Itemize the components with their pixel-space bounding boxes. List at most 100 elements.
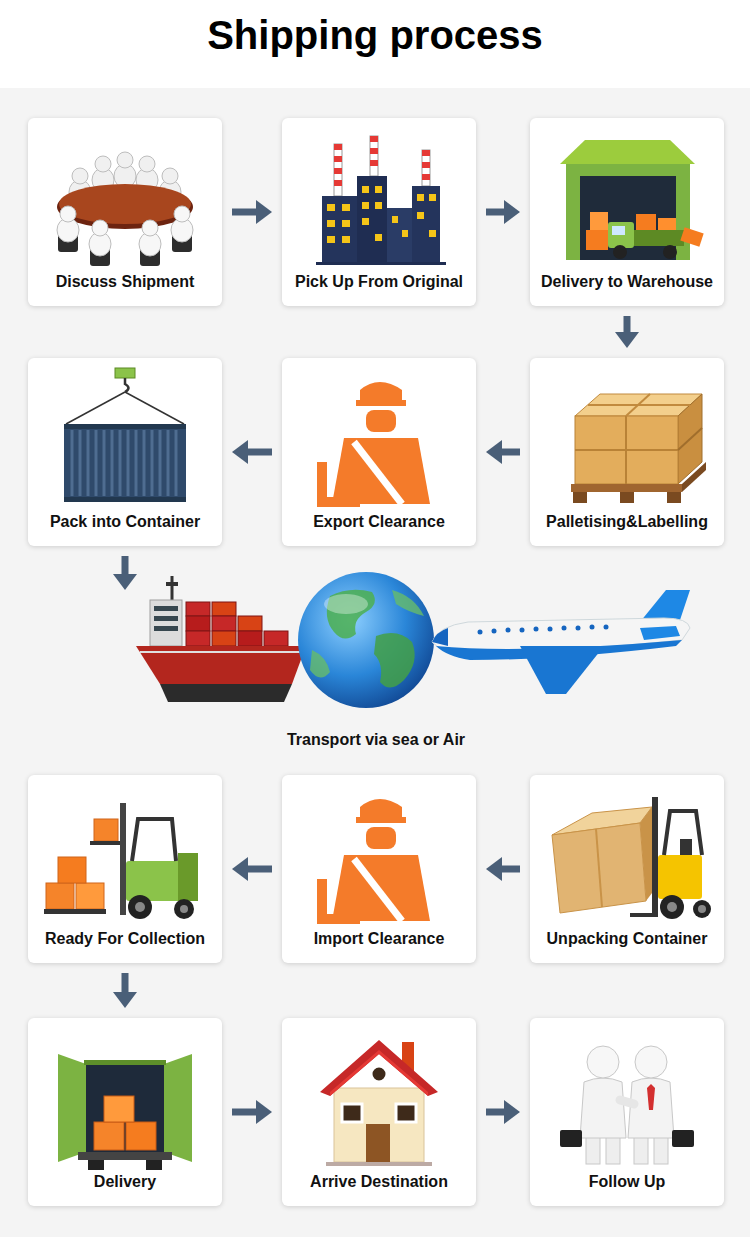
handshake-icon-part xyxy=(606,1136,620,1164)
forklift-box-icon-part xyxy=(667,902,677,912)
airplane-part xyxy=(534,627,539,632)
factory-icon-part-part xyxy=(327,236,335,243)
cargo-ship-part xyxy=(140,651,302,653)
cargo-ship-part xyxy=(136,646,306,684)
warehouse-icon-part xyxy=(663,245,677,259)
cargo-ship-part xyxy=(154,626,178,631)
warehouse-icon-part xyxy=(613,245,627,259)
factory-icon-part-part xyxy=(375,202,382,209)
meeting-icon-part-part xyxy=(162,168,178,184)
process-card: Palletising&Labelling xyxy=(530,358,724,546)
forklift-icon-part xyxy=(46,883,74,909)
cargo-ship-part xyxy=(171,576,174,600)
arrow-shaft xyxy=(247,866,272,873)
container-icon-part xyxy=(64,424,186,502)
process-card: Unpacking Container xyxy=(530,775,724,963)
factory-icon-part xyxy=(334,180,342,186)
step-label: Import Clearance xyxy=(288,929,470,949)
meeting-icon xyxy=(28,126,222,276)
container-icon xyxy=(28,366,222,516)
delivery-truck-icon-part xyxy=(146,1160,162,1170)
forklift-icon-part xyxy=(90,841,122,845)
factory-icon-part-part xyxy=(417,194,424,201)
step-label: Pack into Container xyxy=(34,512,216,532)
forklift-box-icon-part xyxy=(630,913,658,917)
pallet-icon-part xyxy=(573,492,587,503)
customs-officer-icon-part xyxy=(354,859,402,921)
meeting-icon-part xyxy=(59,184,191,224)
container-icon-part-part xyxy=(79,430,82,496)
house-icon-part xyxy=(396,1104,416,1122)
factory-icon-part xyxy=(334,168,342,174)
container-icon-part xyxy=(125,392,184,424)
container-icon-part-part xyxy=(151,430,154,496)
forklift-box-icon-part xyxy=(596,829,602,907)
factory-icon-part xyxy=(422,174,430,180)
meeting-icon-part-part xyxy=(60,206,76,222)
arrow-shaft xyxy=(624,316,631,333)
cargo-ship-part xyxy=(212,616,236,631)
forklift-box-icon-part xyxy=(680,839,692,855)
factory-icon-part xyxy=(334,156,342,162)
globe-part xyxy=(392,590,424,616)
meeting-icon-part-part xyxy=(117,152,133,168)
airplane-part xyxy=(520,646,604,694)
forklift-icon-part xyxy=(174,899,194,919)
warehouse-icon-part xyxy=(612,226,625,235)
container-icon-part xyxy=(125,378,129,392)
warehouse-icon-part xyxy=(566,164,690,260)
house-icon-part xyxy=(320,1040,438,1096)
meeting-icon-part-part xyxy=(174,206,190,222)
airplane-part xyxy=(520,628,525,633)
factory-icon-part-part xyxy=(417,212,424,219)
customs-officer-icon-part xyxy=(366,827,396,849)
delivery-truck-icon-part xyxy=(84,1060,166,1065)
forklift-box-icon-part xyxy=(698,905,706,913)
container-icon-part xyxy=(64,497,186,502)
delivery-truck-icon-part xyxy=(94,1122,124,1150)
customs-officer-icon-part xyxy=(354,442,402,504)
step-label: Transport via sea or Air xyxy=(28,730,724,750)
step-label: Follow Up xyxy=(536,1172,718,1192)
warehouse-icon-part xyxy=(680,227,703,246)
factory-icon-part xyxy=(422,150,430,186)
warehouse-icon-part xyxy=(658,218,676,230)
globe-part xyxy=(310,650,330,678)
flow-arrow xyxy=(232,440,272,464)
pallet-icon-part xyxy=(575,416,678,484)
customs-officer-icon xyxy=(282,783,476,933)
airplane-part xyxy=(640,626,680,640)
cargo-ship-part xyxy=(186,616,210,631)
step-label: Export Clearance xyxy=(288,512,470,532)
warehouse-icon-part xyxy=(586,230,608,250)
handshake-icon xyxy=(530,1026,724,1176)
delivery-truck-icon-part xyxy=(88,1160,104,1170)
meeting-icon-part-part xyxy=(139,156,155,172)
factory-icon-part xyxy=(370,136,378,142)
forklift-box-icon-part xyxy=(552,823,646,913)
pallet-icon-part xyxy=(667,492,681,503)
handshake-icon-part xyxy=(647,1084,655,1110)
arrow-head xyxy=(256,1100,272,1124)
forklift-box-icon xyxy=(530,783,724,933)
factory-icon-part xyxy=(422,150,430,156)
handshake-icon-part xyxy=(560,1130,582,1147)
arrow-head xyxy=(615,332,639,348)
forklift-box-icon-part xyxy=(652,797,658,915)
warehouse-icon-part xyxy=(634,230,684,246)
customs-officer-icon-part xyxy=(332,438,430,504)
flow-arrow xyxy=(232,857,272,881)
factory-icon-part xyxy=(412,186,440,262)
customs-officer-icon-part xyxy=(356,400,406,406)
step-label: Unpacking Container xyxy=(536,929,718,949)
forklift-icon-part xyxy=(58,857,86,883)
airplane-part xyxy=(506,628,511,633)
globe-part xyxy=(298,572,434,708)
customs-officer-icon-part xyxy=(360,799,402,817)
arrow-head xyxy=(113,992,137,1008)
cargo-ship-part xyxy=(238,631,262,646)
house-icon-part xyxy=(334,1088,424,1162)
customs-officer-icon xyxy=(282,366,476,516)
arrow-head xyxy=(504,1100,520,1124)
handshake-icon-part xyxy=(634,1136,648,1164)
